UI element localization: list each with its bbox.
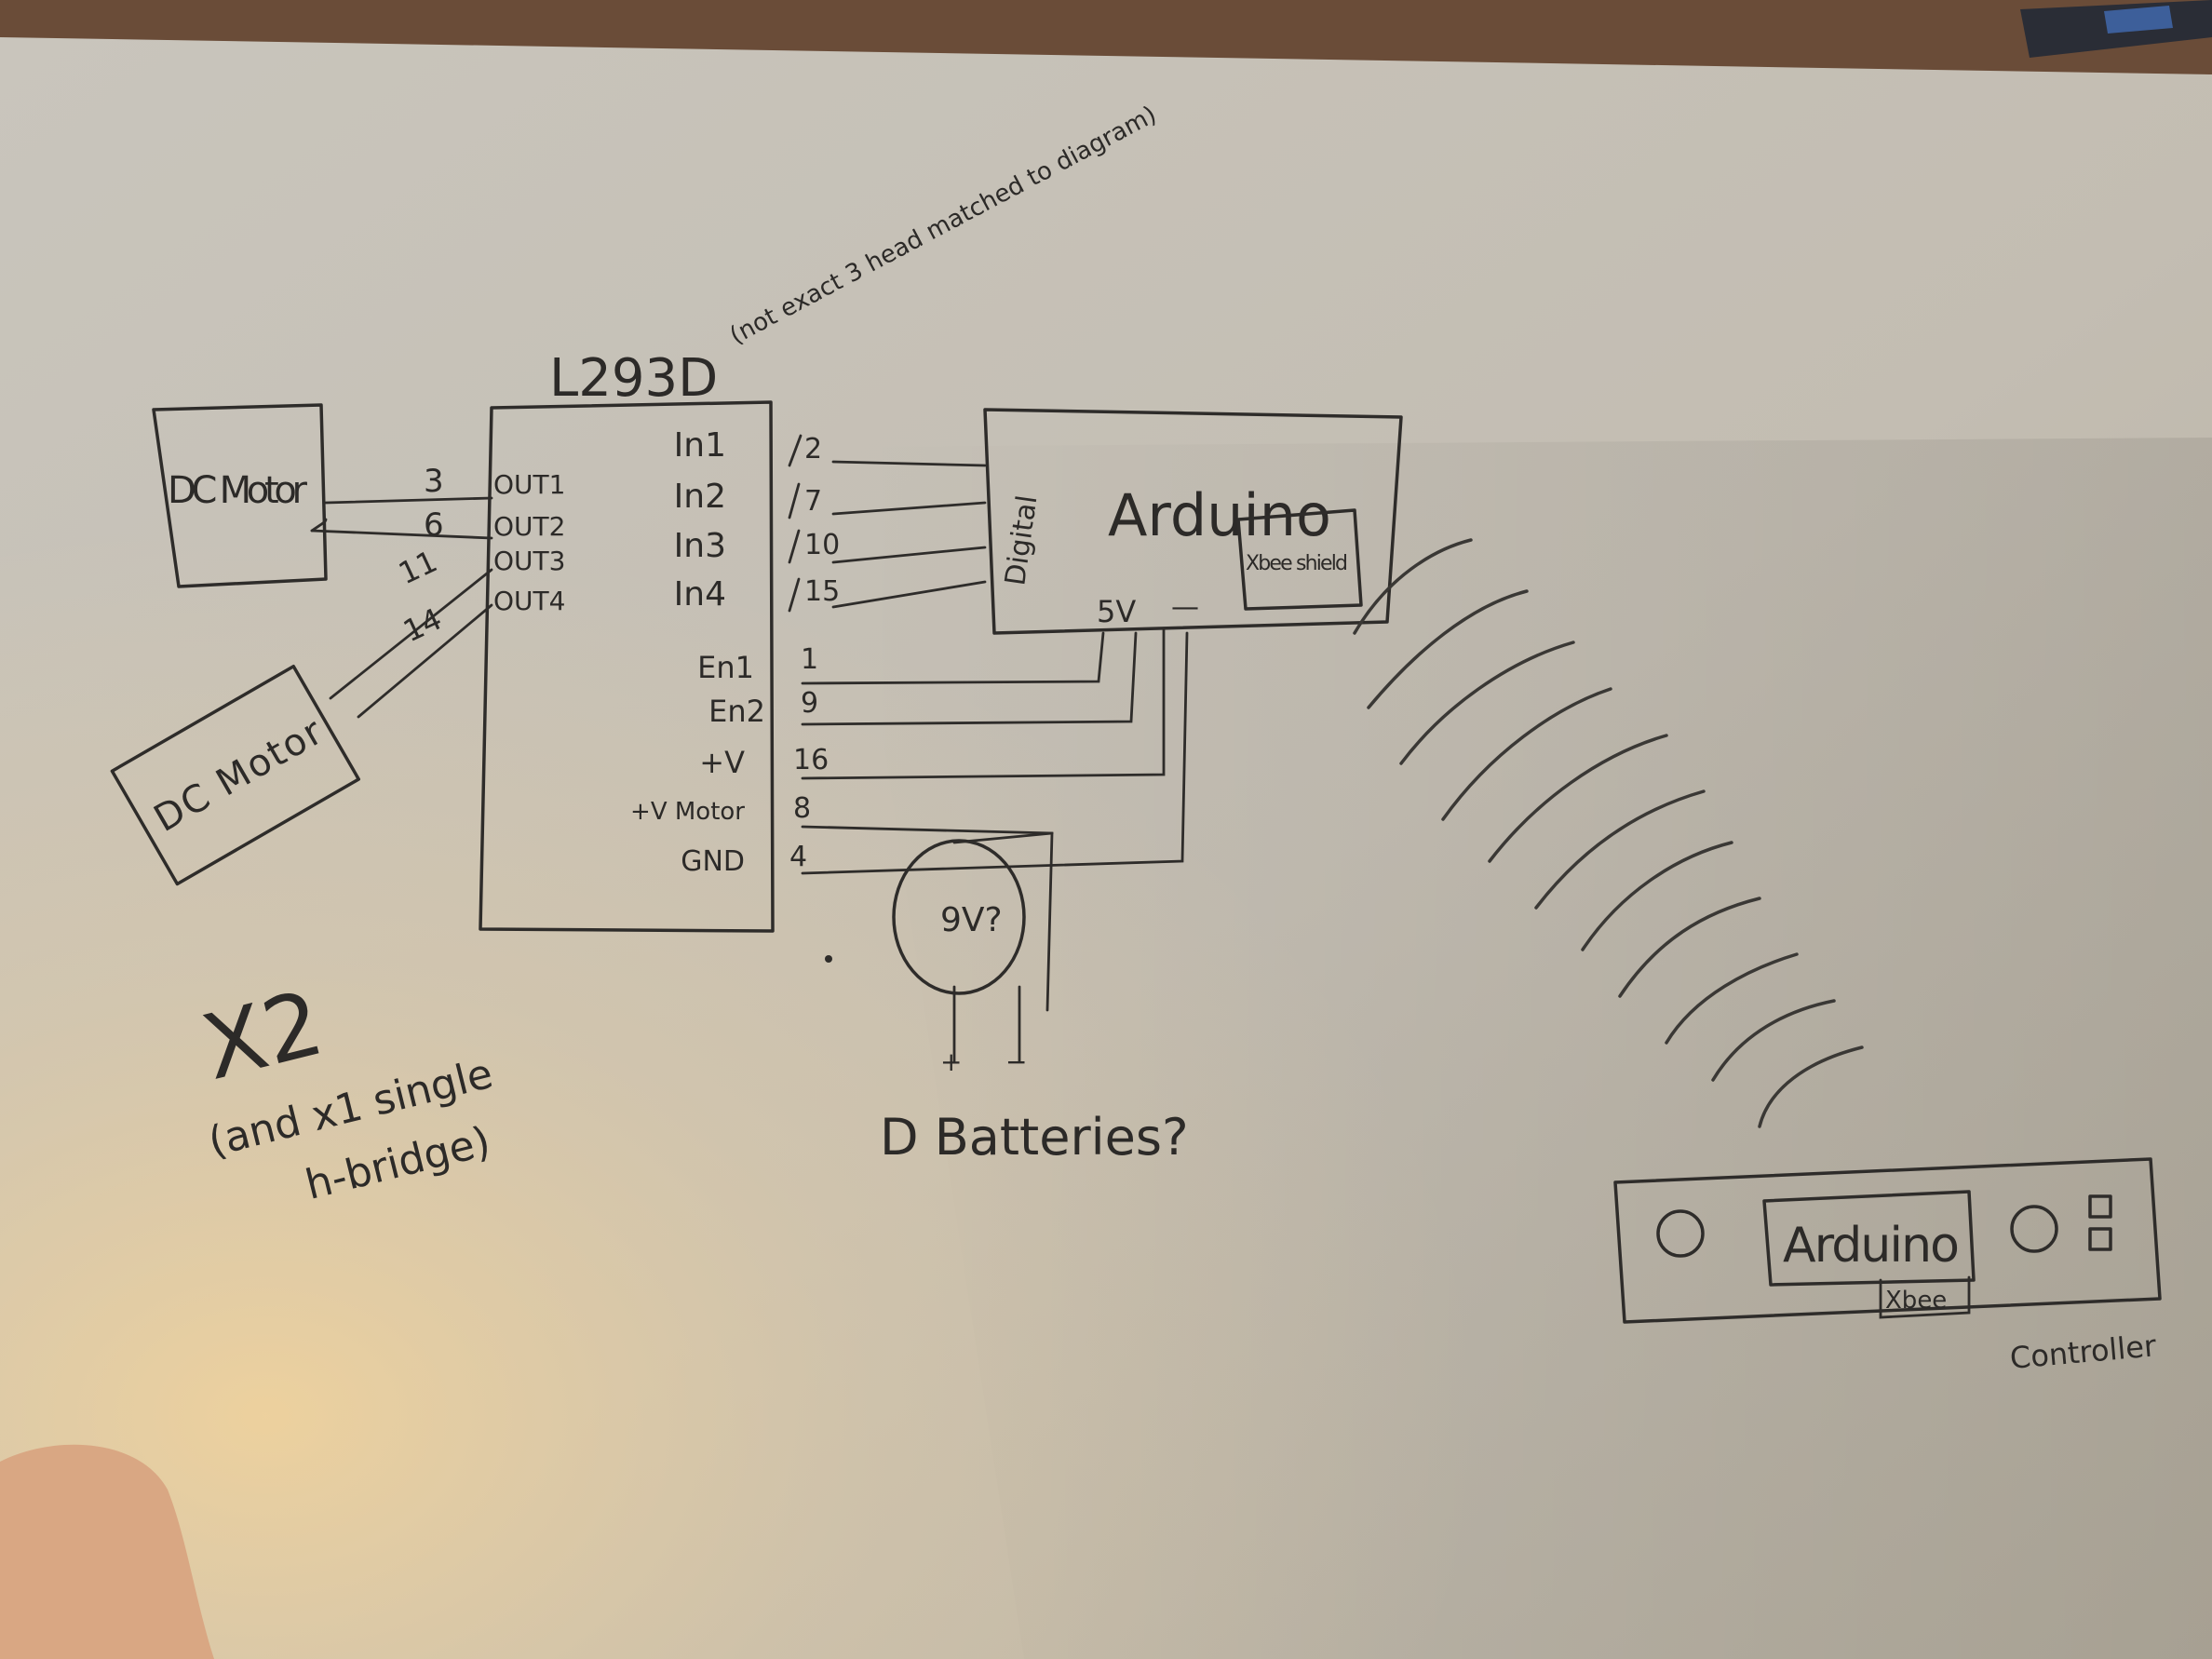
battery-minus: − — [1005, 1046, 1027, 1077]
battery-label: 9V? — [940, 901, 1003, 939]
en1-pin: 1 — [801, 643, 818, 676]
arduino-board: Arduino Digital Xbee shield 5V — — [983, 408, 1403, 635]
controller-xbee-label: Xbee — [1885, 1287, 1947, 1315]
arduino-5v-label: 5V — [1097, 594, 1136, 629]
in1-label: In1 — [674, 426, 726, 465]
chip-title: L293D — [549, 348, 718, 409]
vmotor-pin: 8 — [793, 792, 811, 825]
in4-label: In4 — [674, 575, 726, 614]
battery-plus: + — [940, 1046, 962, 1077]
in3-pin: 10 — [804, 529, 840, 561]
chip-outputs: OUT1 OUT2 OUT3 OUT4 3 6 11 14 — [393, 463, 565, 649]
in4-pin: 15 — [804, 575, 840, 608]
en1-label: En1 — [697, 650, 754, 685]
out2-label: OUT2 — [493, 511, 565, 542]
battery: 9V? − + D Batteries? — [880, 839, 1189, 1167]
out1-pin: 3 — [424, 463, 444, 500]
vplus-label: +V — [699, 745, 745, 780]
chip-inputs: In1 2 In2 7 In3 10 In4 15 En1 1 En2 9 +V… — [630, 426, 840, 878]
wireless-waves — [1353, 538, 1864, 1128]
xbee-shield-label: Xbee shield — [1246, 552, 1348, 575]
battery-caption: D Batteries? — [880, 1108, 1189, 1167]
motor-1-label: DC Motor — [168, 469, 308, 512]
in1-pin: 2 — [804, 433, 822, 465]
pen-icon — [2020, 0, 2212, 58]
gnd-pin: 4 — [789, 841, 807, 873]
in2-pin: 7 — [804, 485, 822, 518]
out4-label: OUT4 — [493, 586, 565, 616]
gnd-label: GND — [681, 845, 745, 878]
controller: Arduino Xbee Controller — [1613, 1157, 2162, 1376]
vplus-pin: 16 — [793, 744, 829, 776]
in2-label: In2 — [674, 478, 726, 516]
xbee-shield: Xbee shield — [1236, 508, 1363, 611]
en2-pin: 9 — [801, 687, 818, 720]
out2-pin: 6 — [424, 506, 444, 544]
controller-arduino-label: Arduino — [1783, 1218, 1960, 1274]
dc-motor-1: DC Motor — [152, 403, 328, 588]
motor-wires — [310, 496, 493, 719]
thumb — [0, 1444, 214, 1659]
en2-label: En2 — [708, 694, 765, 729]
power-wires — [801, 627, 1189, 1012]
out1-label: OUT1 — [493, 469, 565, 500]
signal-wires — [831, 460, 987, 609]
arduino-gnd-mark: — — [1171, 591, 1199, 624]
out3-label: OUT3 — [493, 546, 565, 576]
vmotor-label: +V Motor — [630, 798, 745, 826]
in3-label: In3 — [674, 527, 726, 565]
